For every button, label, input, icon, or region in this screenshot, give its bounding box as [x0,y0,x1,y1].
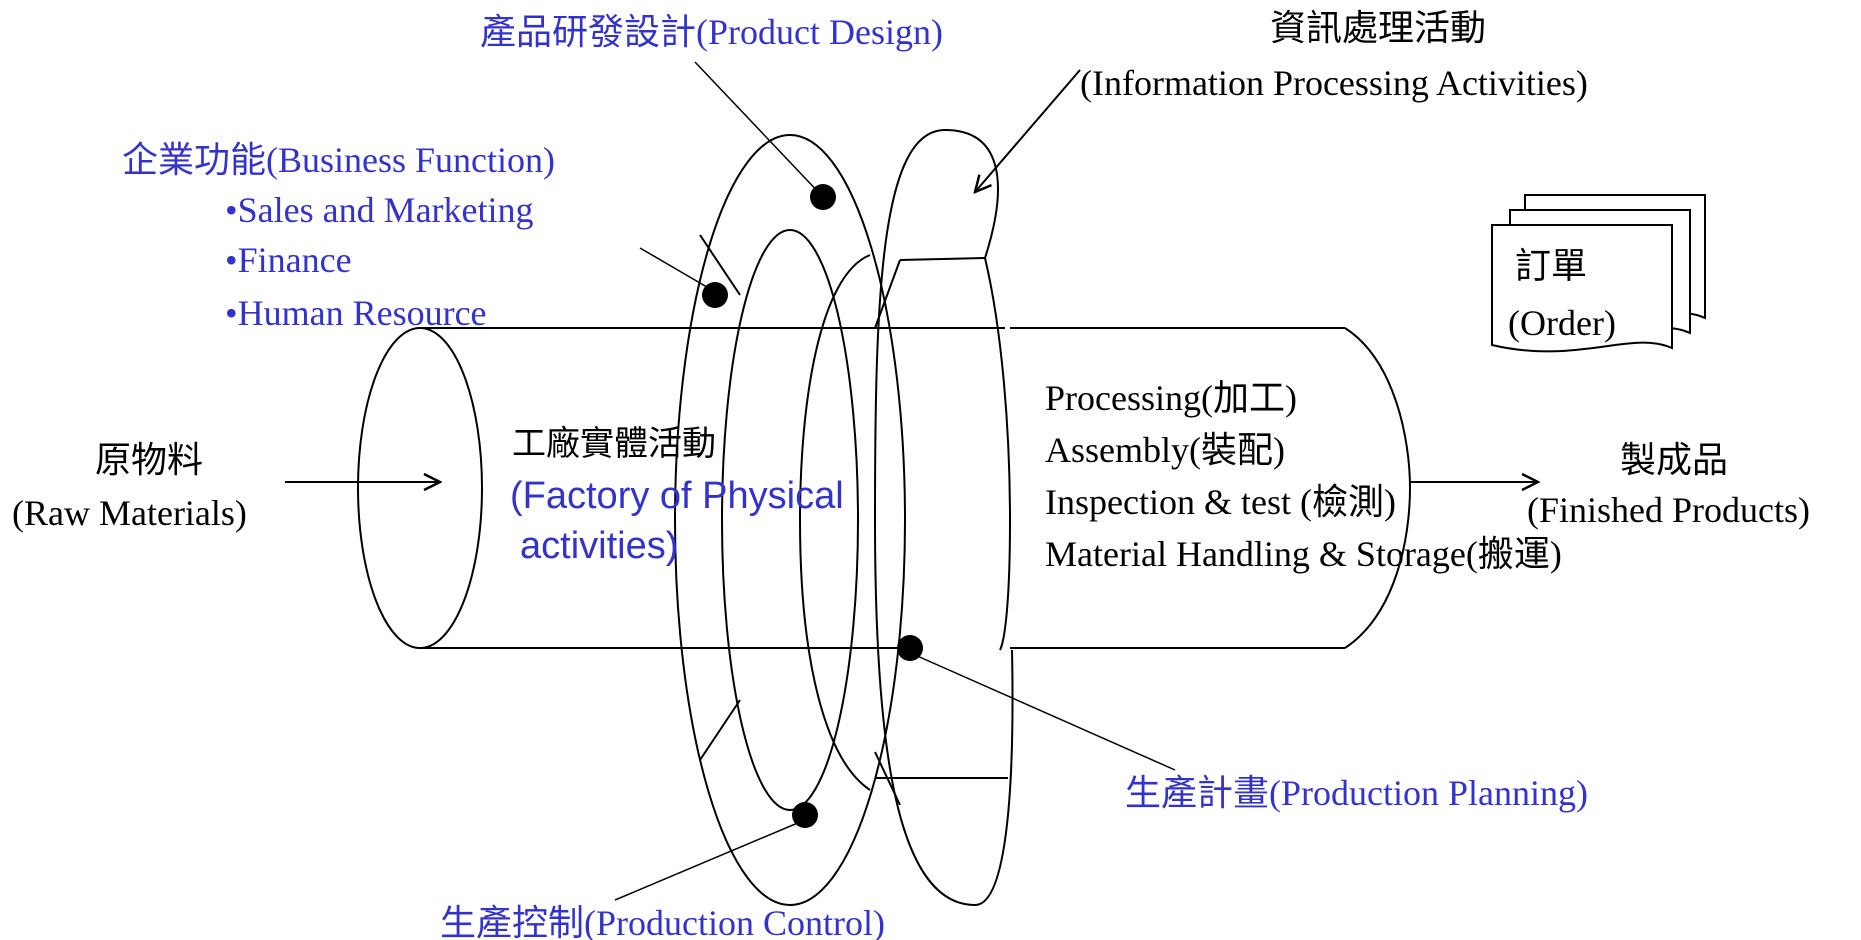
order-sheet-front [1491,224,1673,353]
arrow-info-processing [975,69,1081,192]
ring-inner-hole [721,229,859,811]
cylinder-through-ring [760,327,1412,649]
dot-production-planning [897,635,923,661]
ring-bottom-diagonal [874,751,901,806]
ring-front-edge [984,257,1012,651]
ring-inner-shadow [798,254,871,791]
label-assembly: Assembly(裝配) [1045,430,1285,470]
ring-front [699,128,1014,907]
label-factory-en-line1: (Factory of Physical [510,475,844,517]
bullet-human-resource: •Human Resource [225,293,487,333]
ring-dots [702,184,923,828]
label-finished-zh: 製成品 [1620,440,1728,480]
label-order-en: (Order) [1508,303,1616,343]
bullet-sales-marketing: •Sales and Marketing [225,190,534,230]
ring-tick-top-left [699,234,741,296]
ring-top-diagonal [874,259,901,329]
arrows [285,69,1538,482]
bullet-finance: •Finance [225,240,352,280]
label-production-control: 生產控制(Production Control) [440,903,885,940]
ring-front-outer [873,128,1014,907]
leader-product-design [694,61,824,198]
cylinder-front-face [357,327,483,649]
leader-production-planning [914,654,1176,771]
label-raw-materials-zh: 原物料 [95,440,203,480]
factory-cylinder [357,327,900,649]
label-material-handling: Material Handling & Storage(搬運) [1045,534,1562,574]
ring-back-outer [674,134,906,906]
label-info-processing-zh: 資訊處理活動 [1270,8,1486,48]
information-ring [674,134,906,906]
leader-business-function [639,247,713,291]
label-production-planning: 生產計畫(Production Planning) [1125,773,1588,813]
label-finished-en: (Finished Products) [1527,490,1810,530]
label-business-function: 企業功能(Business Function) [122,140,555,180]
dot-production-control [792,802,818,828]
ring-tick-bottom-left [699,699,741,761]
label-product-design: 產品研發設計(Product Design) [480,12,943,52]
leader-lines [614,61,1176,901]
cylinder-end-cap [1344,327,1412,649]
label-processing: Processing(加工) [1045,378,1297,418]
label-raw-materials-en: (Raw Materials) [12,493,247,533]
label-order-zh: 訂單 [1515,246,1587,286]
ring-top-band [899,257,986,261]
label-factory-en-line2: activities) [520,525,678,567]
leader-production-control [614,821,801,901]
order-document-icon [1491,194,1706,353]
label-info-processing-en: (Information Processing Activities) [1080,63,1588,103]
label-inspection: Inspection & test (檢測) [1045,482,1396,522]
label-factory-zh: 工廠實體活動 [512,425,716,463]
